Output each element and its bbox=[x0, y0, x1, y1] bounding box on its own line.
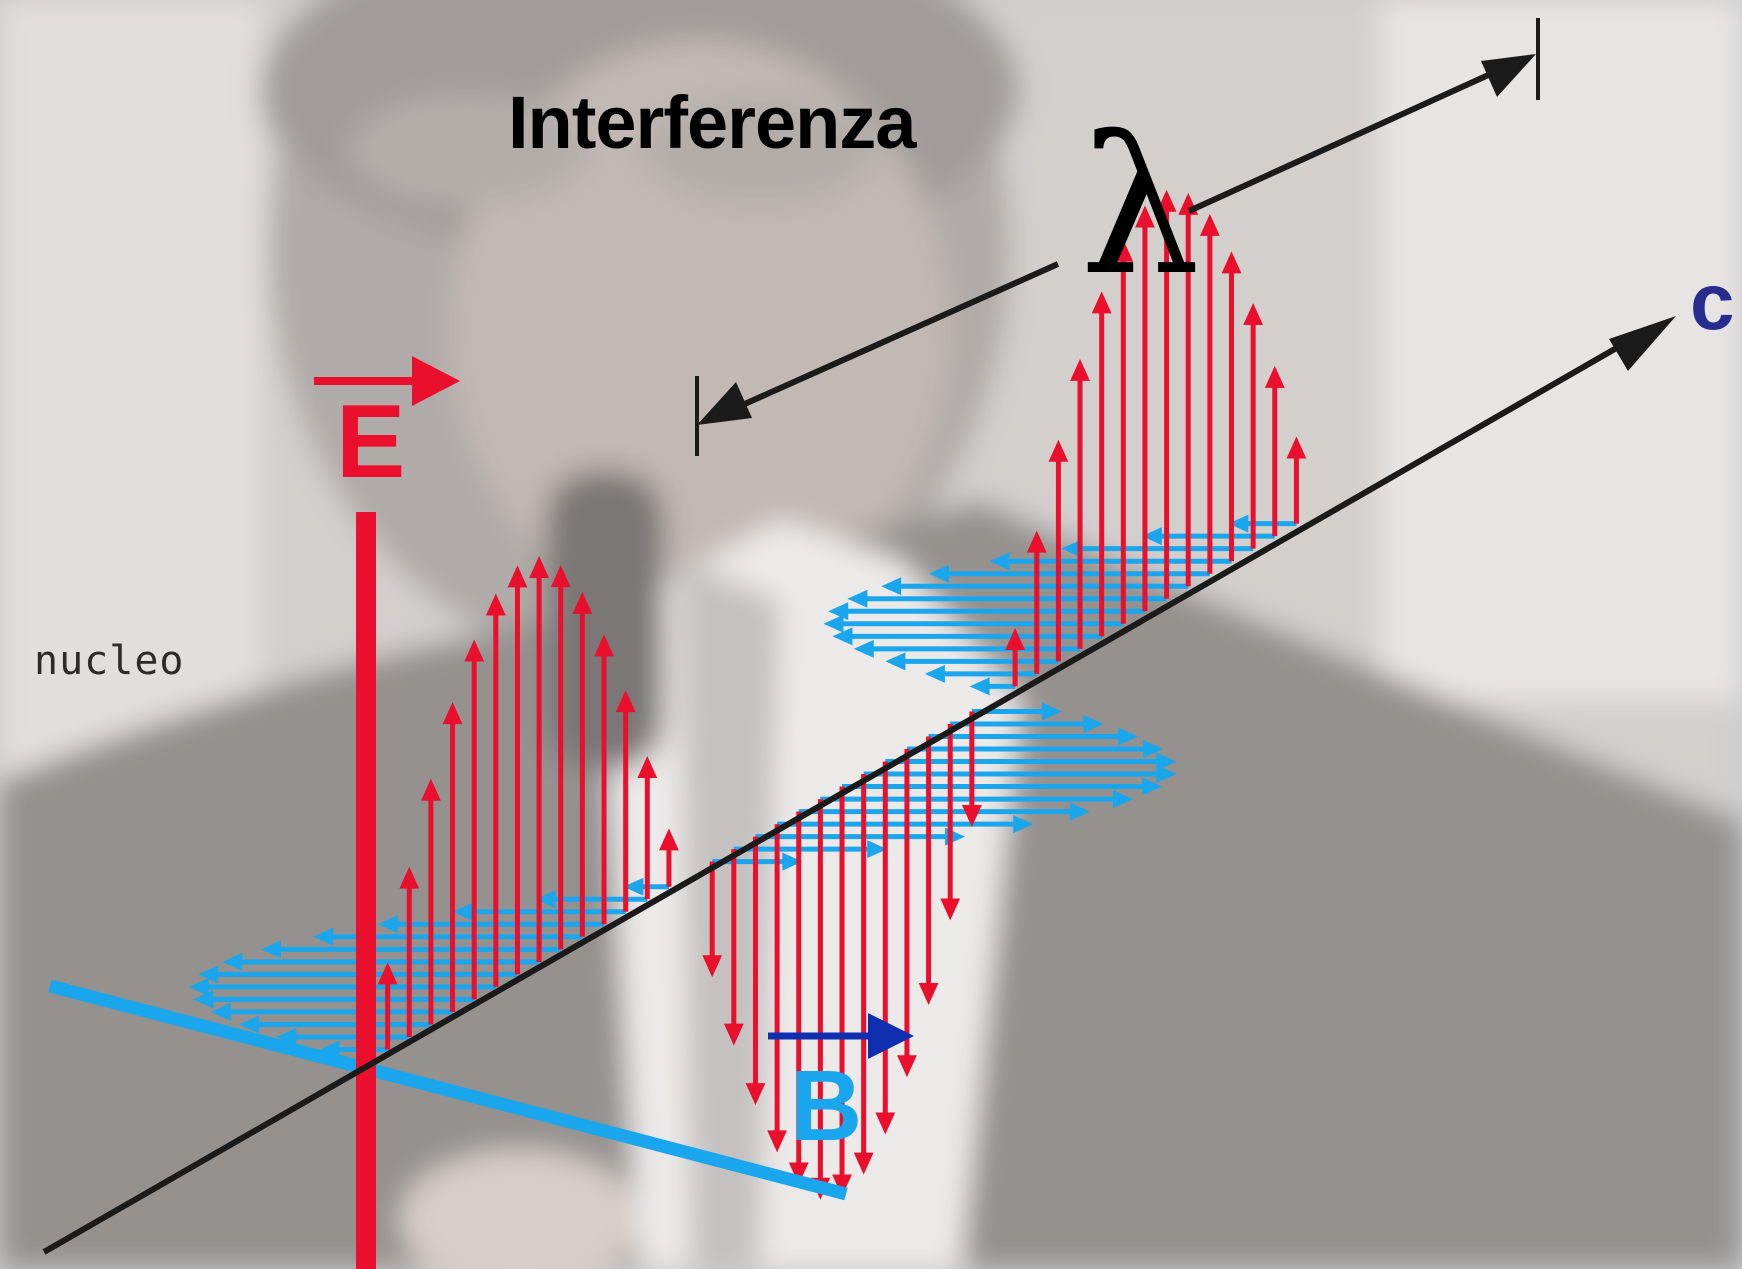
b-field-vector-head-icon bbox=[377, 915, 398, 934]
e-field-vector-head-icon bbox=[723, 1023, 744, 1046]
b-field-vector-head-icon bbox=[969, 677, 990, 696]
b-field-vector-head-icon bbox=[847, 589, 868, 608]
e-field-vector-head-icon bbox=[421, 778, 441, 801]
e-field-vector-head-icon bbox=[550, 565, 571, 588]
e-field-vector-head-icon bbox=[1091, 291, 1112, 314]
electric-field-arrows bbox=[377, 189, 1307, 1200]
b-field-vector-head-icon bbox=[260, 940, 281, 959]
e-field-vector-head-icon bbox=[464, 639, 485, 662]
e-field-vector-head-icon bbox=[1026, 530, 1047, 553]
background-text-label: nucleo bbox=[34, 638, 185, 684]
e-field-vector-head-icon bbox=[745, 1083, 766, 1106]
b-field-vector-head-icon bbox=[198, 965, 219, 984]
e-field-vector-head-icon bbox=[1135, 205, 1155, 228]
b-field-vector-head-icon bbox=[1069, 802, 1090, 821]
propagation-label: c bbox=[1690, 257, 1735, 346]
b-field-vector-head-icon bbox=[1142, 777, 1163, 796]
b-vector-arrowhead-icon bbox=[868, 1013, 914, 1059]
e-field-vector-head-icon bbox=[507, 565, 528, 588]
e-field-vector-head-icon bbox=[767, 1130, 788, 1153]
b-field-vector-head-icon bbox=[239, 1015, 260, 1034]
b-field-vector-head-icon bbox=[881, 577, 902, 596]
e-field-vector-head-icon bbox=[1048, 439, 1069, 462]
e-field-vector-head-icon bbox=[853, 1152, 874, 1175]
b-field-vector-head-icon bbox=[885, 652, 906, 671]
e-field-vector-head-icon bbox=[1156, 189, 1177, 212]
wavelength-arrowhead-left-icon bbox=[697, 382, 752, 425]
e-field-vector-head-icon bbox=[594, 634, 614, 657]
e-field-vector-head-icon bbox=[961, 804, 982, 827]
b-field-vector-head-icon bbox=[1156, 752, 1177, 771]
b-field-vector-head-icon bbox=[210, 1002, 231, 1021]
e-field-vector-head-icon bbox=[1264, 365, 1285, 388]
b-field-vector-head-icon bbox=[782, 852, 803, 871]
b-field-axis bbox=[48, 979, 848, 1201]
b-field-vector-head-icon bbox=[1113, 790, 1134, 809]
b-field-vector-head-icon bbox=[535, 890, 556, 909]
b-field-vector-head-icon bbox=[188, 977, 209, 996]
b-field-vector-head-icon bbox=[828, 602, 849, 621]
e-field-vector-head-icon bbox=[615, 690, 636, 713]
propagation-axis bbox=[42, 343, 1622, 1255]
e-field-vector-head-icon bbox=[1005, 628, 1026, 651]
e-field-vector-head-icon bbox=[529, 556, 549, 579]
e-field-vector-head-icon bbox=[659, 828, 679, 851]
e-field-vector-head-icon bbox=[1243, 302, 1264, 325]
b-field-vector-head-icon bbox=[222, 952, 243, 971]
e-vector-arrowhead-icon bbox=[412, 356, 460, 406]
e-field-vector-head-icon bbox=[399, 866, 420, 889]
b-field-vector-head-icon bbox=[313, 927, 334, 946]
e-field-vector-head-icon bbox=[377, 962, 398, 985]
b-field-vector-head-icon bbox=[1156, 765, 1177, 784]
e-field-vector-head-icon bbox=[485, 593, 506, 616]
b-field-vector-head-icon bbox=[1061, 539, 1082, 558]
b-field-vector-head-icon bbox=[1141, 527, 1162, 546]
b-field-vector-head-icon bbox=[623, 877, 644, 896]
wavelength-line-right bbox=[1187, 69, 1497, 214]
b-field-vector-head-icon bbox=[1228, 514, 1249, 533]
b-field-vector-head-icon bbox=[1013, 815, 1034, 834]
electric-field-label: E bbox=[336, 384, 406, 500]
e-field-vector-head-icon bbox=[897, 1055, 917, 1078]
magnetic-field-label: B bbox=[790, 1050, 863, 1162]
b-field-vector-head-icon bbox=[452, 902, 473, 921]
propagation-arrowhead-icon bbox=[1609, 316, 1676, 371]
e-field-vector-head-icon bbox=[1286, 436, 1307, 459]
e-field-vector-head-icon bbox=[1221, 251, 1242, 274]
b-field-vector-head-icon bbox=[929, 564, 950, 583]
b-field-vector-head-icon bbox=[832, 627, 853, 646]
b-field-vector-head-icon bbox=[989, 552, 1010, 571]
e-field-vector-head-icon bbox=[442, 702, 463, 725]
b-field-vector-head-icon bbox=[1143, 740, 1164, 758]
b-field-vector-head-icon bbox=[867, 840, 888, 859]
b-field-vector-head-icon bbox=[1083, 714, 1104, 733]
e-field-vector-head-icon bbox=[702, 955, 723, 978]
e-field-vector-head-icon bbox=[940, 898, 961, 921]
b-field-vector-head-icon bbox=[823, 614, 844, 633]
e-field-vector-head-icon bbox=[918, 982, 939, 1005]
b-field-vector-head-icon bbox=[1042, 702, 1063, 721]
b-field-vector-head-icon bbox=[1118, 727, 1139, 746]
e-field-vector-head-icon bbox=[637, 755, 658, 778]
wavelength-label: λ bbox=[1080, 96, 1201, 317]
e-field-vector-head-icon bbox=[788, 1162, 809, 1185]
page-title: Interferenza bbox=[508, 81, 916, 164]
b-field-vector-head-icon bbox=[853, 639, 874, 658]
b-field-vector-head-icon bbox=[276, 1027, 297, 1046]
e-field-vector-head-icon bbox=[875, 1112, 896, 1135]
e-field-vector-head-icon bbox=[1070, 358, 1090, 381]
wavelength-line-left bbox=[736, 261, 1060, 410]
e-field-vector-head-icon bbox=[1113, 239, 1134, 262]
b-field-vector-head-icon bbox=[924, 664, 945, 683]
e-field-vector-head-icon bbox=[832, 1174, 852, 1197]
wavelength-arrowhead-right-icon bbox=[1481, 54, 1536, 97]
e-field-vector-head-icon bbox=[572, 591, 593, 614]
e-field-vector-head-icon bbox=[1199, 213, 1220, 236]
